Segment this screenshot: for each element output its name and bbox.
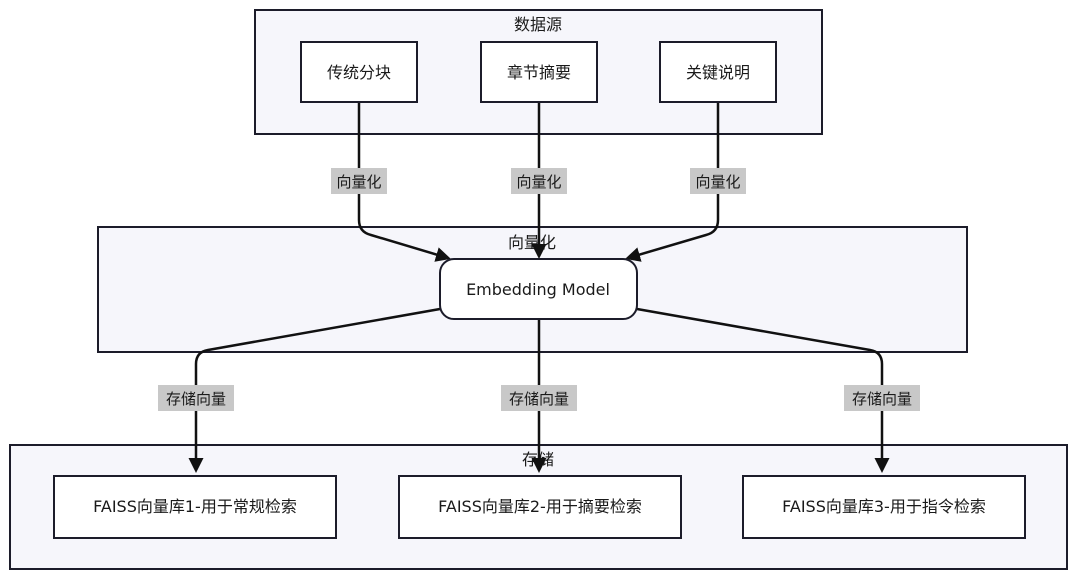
node-summary: 章节摘要 (480, 41, 598, 103)
edge-label-text: 存储向量 (509, 390, 569, 408)
edge-label-store-1: 存储向量 (158, 385, 234, 411)
edge-chunk-to-model (357, 102, 451, 262)
edge-label-text: 存储向量 (852, 390, 912, 408)
node-keyword-label: 关键说明 (686, 63, 750, 82)
edge-model-to-faiss3 (636, 307, 890, 473)
cluster-vectorize-title: 向量化 (508, 233, 556, 252)
node-embedding-model-label: Embedding Model (466, 280, 610, 299)
edge-model-to-faiss1 (188, 307, 441, 473)
node-chunk: 传统分块 (300, 41, 418, 103)
cluster-source-title: 数据源 (514, 15, 562, 34)
node-embedding-model: Embedding Model (439, 258, 638, 320)
cluster-vectorize: 向量化 (97, 226, 968, 353)
node-faiss-3-label: FAISS向量库3-用于指令检索 (782, 497, 986, 516)
edge-keyword-to-model (625, 102, 720, 262)
edge-label-text: 向量化 (695, 173, 740, 191)
node-summary-label: 章节摘要 (507, 63, 571, 82)
node-faiss-1: FAISS向量库1-用于常规检索 (53, 475, 337, 539)
edge-label-store-2: 存储向量 (501, 385, 577, 411)
node-keyword: 关键说明 (659, 41, 777, 103)
edge-label-vectorize-2: 向量化 (511, 168, 567, 194)
edge-label-vectorize-3: 向量化 (690, 168, 746, 194)
edge-label-text: 存储向量 (166, 390, 226, 408)
node-faiss-3: FAISS向量库3-用于指令检索 (742, 475, 1026, 539)
node-faiss-2: FAISS向量库2-用于摘要检索 (398, 475, 682, 539)
edge-label-text: 向量化 (516, 173, 561, 191)
edge-label-store-3: 存储向量 (844, 385, 920, 411)
edge-label-vectorize-1: 向量化 (331, 168, 387, 194)
node-chunk-label: 传统分块 (327, 63, 391, 82)
node-faiss-2-label: FAISS向量库2-用于摘要检索 (438, 497, 642, 516)
node-faiss-1-label: FAISS向量库1-用于常规检索 (93, 497, 297, 516)
edge-label-text: 向量化 (336, 173, 381, 191)
